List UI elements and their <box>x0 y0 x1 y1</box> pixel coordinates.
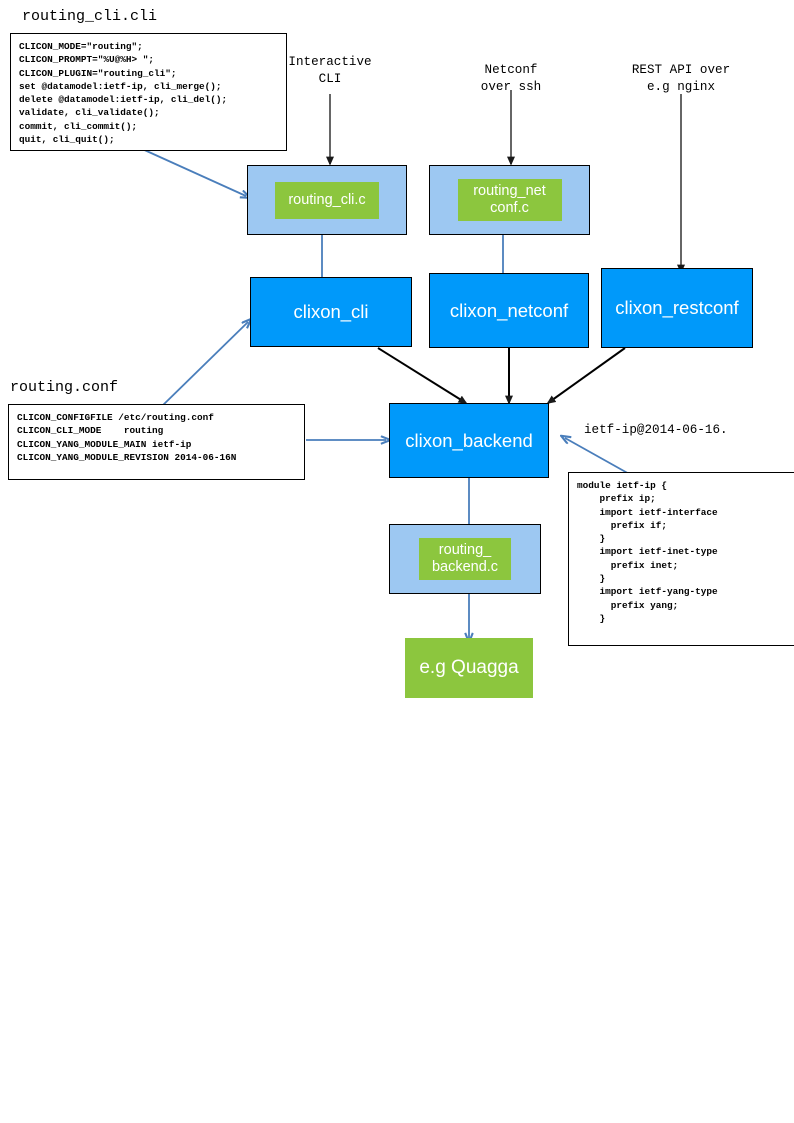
input-label-netconf-ssh: Netconf over ssh <box>480 63 542 94</box>
arrow-conf-to-cli <box>159 322 248 409</box>
routing-conf-box: CLICON_CONFIGFILE /etc/routing.conf CLIC… <box>8 404 305 480</box>
leaf-quagga: e.g Quagga <box>405 638 533 698</box>
yang-file-title: ietf-ip@2014-06-16. <box>584 423 728 437</box>
yang-module-content: module ietf-ip { prefix ip; import ietf-… <box>577 480 718 624</box>
routing-conf-content: CLICON_CONFIGFILE /etc/routing.conf CLIC… <box>17 412 237 463</box>
arrow-clispec-to-plugin <box>139 147 246 196</box>
arrow-cli-to-backend <box>377 347 468 404</box>
process-clixon-cli[interactable]: clixon_cli <box>250 277 412 347</box>
arrow-restconf-to-backend <box>546 347 626 404</box>
process-clixon-backend[interactable]: clixon_backend <box>389 403 549 478</box>
cli-spec-title: routing_cli.cli <box>22 8 158 25</box>
plugin-routing-cli-c: routing_cli.c <box>275 181 379 219</box>
plugin-host-backend[interactable]: routing_ backend.c <box>389 524 541 594</box>
input-label-rest-api: REST API over e.g nginx <box>631 63 731 94</box>
process-clixon-netconf[interactable]: clixon_netconf <box>429 273 589 348</box>
routing-conf-title: routing.conf <box>10 379 119 396</box>
plugin-routing-netconf-c: routing_net conf.c <box>457 179 562 221</box>
plugin-host-netconf[interactable]: routing_net conf.c <box>429 165 590 235</box>
plugin-routing-backend-c: routing_ backend.c <box>419 538 511 580</box>
process-clixon-restconf[interactable]: clixon_restconf <box>601 268 753 348</box>
input-label-interactive-cli: Interactive CLI <box>288 55 372 86</box>
yang-module-box: module ietf-ip { prefix ip; import ietf-… <box>568 472 794 646</box>
plugin-host-cli[interactable]: routing_cli.c <box>247 165 407 235</box>
cli-spec-content: CLICON_MODE="routing"; CLICON_PROMPT="%U… <box>19 41 228 146</box>
cli-spec-box: CLICON_MODE="routing"; CLICON_PROMPT="%U… <box>10 33 287 151</box>
